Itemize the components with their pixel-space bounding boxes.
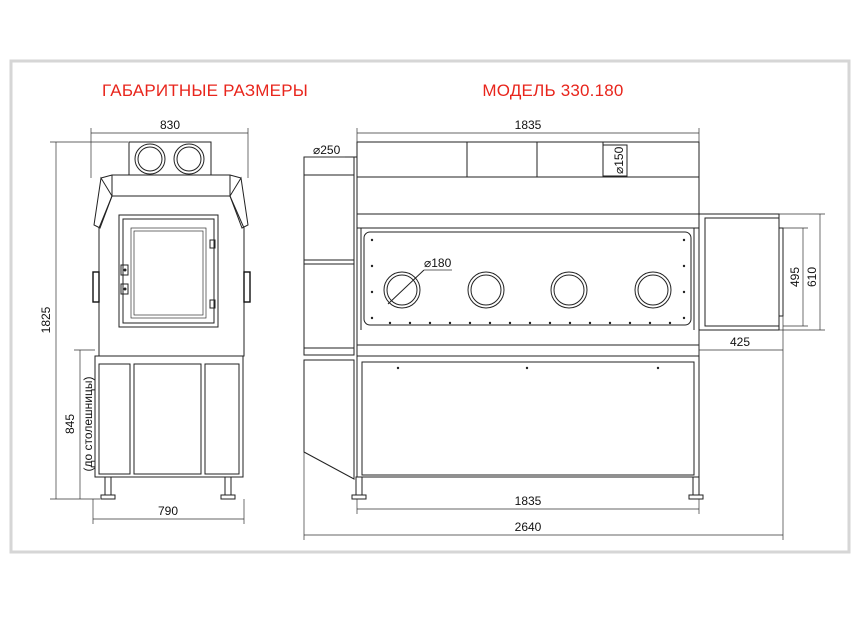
- dim-side-port-diameter: ⌀150: [612, 146, 626, 174]
- dim-side-duct-diameter: ⌀250: [313, 143, 341, 157]
- dim-side-top-width: 1835: [515, 118, 542, 132]
- dim-front-base-width: 790: [158, 504, 178, 518]
- glove-port-2: [467, 271, 505, 309]
- front-dimensions: 830 1825 845 (до столешницы) 790: [39, 118, 249, 524]
- front-door: [118, 214, 219, 328]
- front-window: [130, 227, 207, 319]
- dim-front-table-note: (до столешницы): [81, 377, 95, 472]
- front-left-wing: [93, 176, 113, 229]
- dim-side-glove-diameter: ⌀180: [424, 256, 452, 270]
- glove-port-3: [550, 271, 588, 309]
- front-right-wing: [229, 176, 249, 229]
- dim-side-base-width: 1835: [515, 494, 542, 508]
- side-window: [363, 231, 692, 326]
- dim-side-box-inner: 495: [788, 267, 802, 287]
- side-hood: [356, 176, 700, 229]
- side-airlock: [698, 213, 780, 331]
- glove-port-1: [383, 269, 425, 309]
- title-model: МОДЕЛЬ 330.180: [482, 81, 623, 100]
- dim-side-box-depth: 425: [730, 335, 750, 349]
- dim-side-box-outer: 610: [805, 267, 819, 287]
- side-hopper: [303, 359, 355, 480]
- glove-port-4: [634, 271, 672, 309]
- window-bolts: [370, 238, 686, 325]
- front-fan-right: [173, 143, 205, 175]
- dim-front-table-height: 845: [63, 414, 77, 434]
- dim-side-total-width: 2640: [515, 520, 542, 534]
- front-table: [94, 355, 244, 478]
- dim-front-top-width: 830: [160, 118, 180, 132]
- title-dimensions: ГАБАРИТНЫЕ РАЗМЕРЫ: [102, 81, 308, 100]
- side-table: [356, 355, 700, 478]
- side-top-port: [466, 141, 604, 178]
- drawing-frame: [9, 59, 851, 554]
- front-fan-left: [134, 143, 166, 175]
- side-dimensions: 1835 ⌀250 ⌀150 ⌀180 495 610 425 1835 264…: [303, 118, 825, 540]
- side-duct: [303, 156, 355, 356]
- front-body: [98, 195, 245, 357]
- side-chamber: [356, 227, 700, 357]
- front-view: [92, 141, 251, 500]
- side-view: [303, 141, 784, 500]
- dim-front-height: 1825: [39, 306, 53, 333]
